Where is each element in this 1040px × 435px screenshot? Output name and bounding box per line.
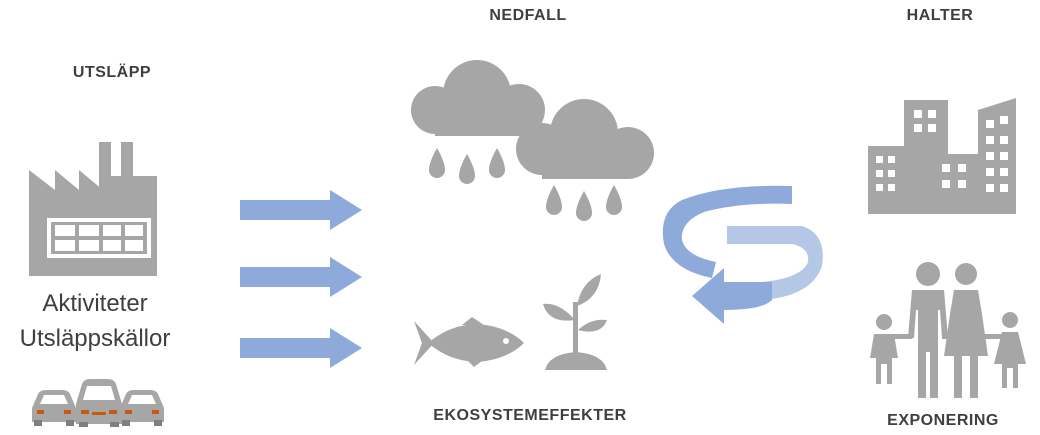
cycle-arrows-icon <box>662 185 823 324</box>
fish-icon <box>414 317 524 367</box>
rain-cloud-icon <box>516 99 654 221</box>
source-activities-label: Aktiviteter <box>42 290 148 317</box>
heading-halter: HALTER <box>906 7 974 24</box>
flow-arrow-icon <box>240 257 362 297</box>
heading-utslapp: UTSLÄPP <box>72 64 152 81</box>
rain-cloud-icon <box>411 60 545 184</box>
factory-icon <box>29 142 157 276</box>
heading-nedfall: NEDFALL <box>489 7 567 24</box>
cars-icon <box>32 379 164 427</box>
heading-ekosystemeffekter: EKOSYSTEMEFFEKTER <box>433 407 627 424</box>
plant-icon <box>543 274 607 370</box>
flow-arrow-icon <box>240 190 362 230</box>
heading-exponering: EXPONERING <box>887 412 999 429</box>
source-emissions-label: Utsläppskällor <box>19 325 171 352</box>
flow-arrow-icon <box>240 328 362 368</box>
family-icon <box>870 262 1026 398</box>
buildings-icon <box>868 98 1016 214</box>
